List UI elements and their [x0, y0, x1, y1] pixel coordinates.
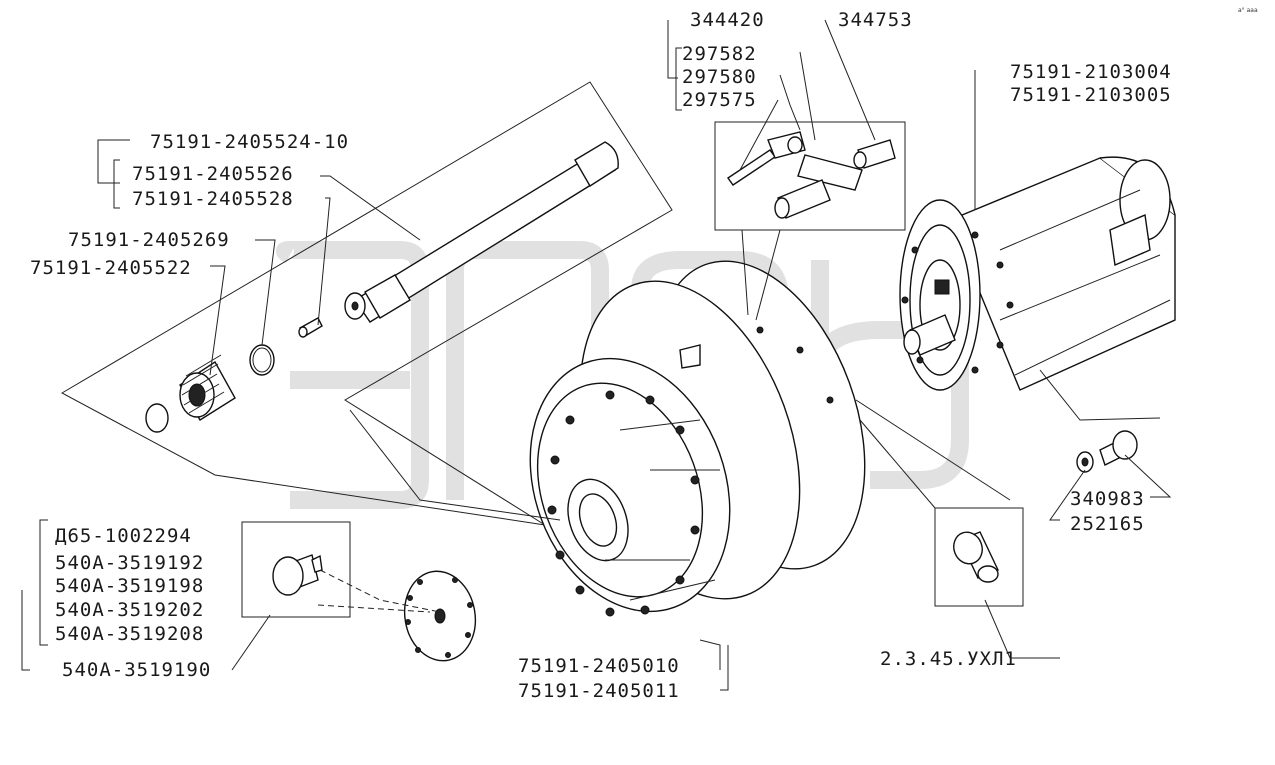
label-uhl1: 2.3.45.УХЛ1 [880, 648, 1017, 670]
label-340983: 340983 [1070, 488, 1145, 510]
label-297575: 297575 [682, 89, 757, 111]
pin-group-frame [714, 121, 906, 231]
bolt-group-frame [1039, 369, 1161, 421]
label-2405528: 75191-2405528 [132, 188, 294, 210]
label-2405269: 75191-2405269 [68, 229, 230, 251]
bolt-and-washer [1076, 430, 1138, 473]
label-2405526: 75191-2405526 [132, 163, 294, 185]
label-2405011: 75191-2405011 [518, 680, 680, 702]
axle-shaft [344, 141, 619, 323]
label-3519190: 540A-3519190 [62, 659, 211, 681]
sleeve [774, 179, 831, 219]
label-2103005: 75191-2103005 [1010, 84, 1172, 106]
label-2405010: 75191-2405010 [518, 655, 680, 677]
label-252165: 252165 [1070, 513, 1145, 535]
label-297580: 297580 [682, 66, 757, 88]
label-3519192: 540A-3519192 [55, 552, 204, 574]
corner-mark: a° aaa [1238, 7, 1258, 14]
label-3519202: 540A-3519202 [55, 599, 204, 621]
cap-group-frame [241, 521, 351, 618]
grease-nipple [953, 531, 999, 583]
label-3519208: 540A-3519208 [55, 623, 204, 645]
snap-ring-small [145, 403, 169, 433]
label-344420: 344420 [690, 9, 765, 31]
label-297582: 297582 [682, 43, 757, 65]
grease-fitting-344753 [853, 139, 896, 169]
label-1002294: Д65-1002294 [55, 525, 192, 547]
clevis-pin [767, 131, 806, 159]
label-2103004: 75191-2103004 [1010, 61, 1172, 83]
filler-cap [272, 554, 323, 596]
shaft-group-frame [60, 81, 673, 526]
shaft-bolt [298, 317, 323, 338]
motor-assembly-2103004 [899, 156, 1176, 391]
label-3519198: 540A-3519198 [55, 575, 204, 597]
wheel-hub-2405010 [529, 260, 866, 617]
label-344753: 344753 [838, 9, 913, 31]
gasket-disc [403, 570, 477, 662]
snap-ring-2405269 [249, 344, 275, 376]
cotter-pin [727, 149, 776, 186]
label-2405524: 75191-2405524-10 [150, 131, 349, 153]
part-number-labels: 344420 344753 297582 297580 297575 75191… [30, 9, 1172, 702]
splined-gear-2405522 [179, 354, 236, 421]
fitting-group-frame [934, 507, 1024, 607]
label-2405522: 75191-2405522 [30, 257, 192, 279]
plate-washer [797, 154, 863, 191]
leader-lines [21, 19, 1172, 691]
